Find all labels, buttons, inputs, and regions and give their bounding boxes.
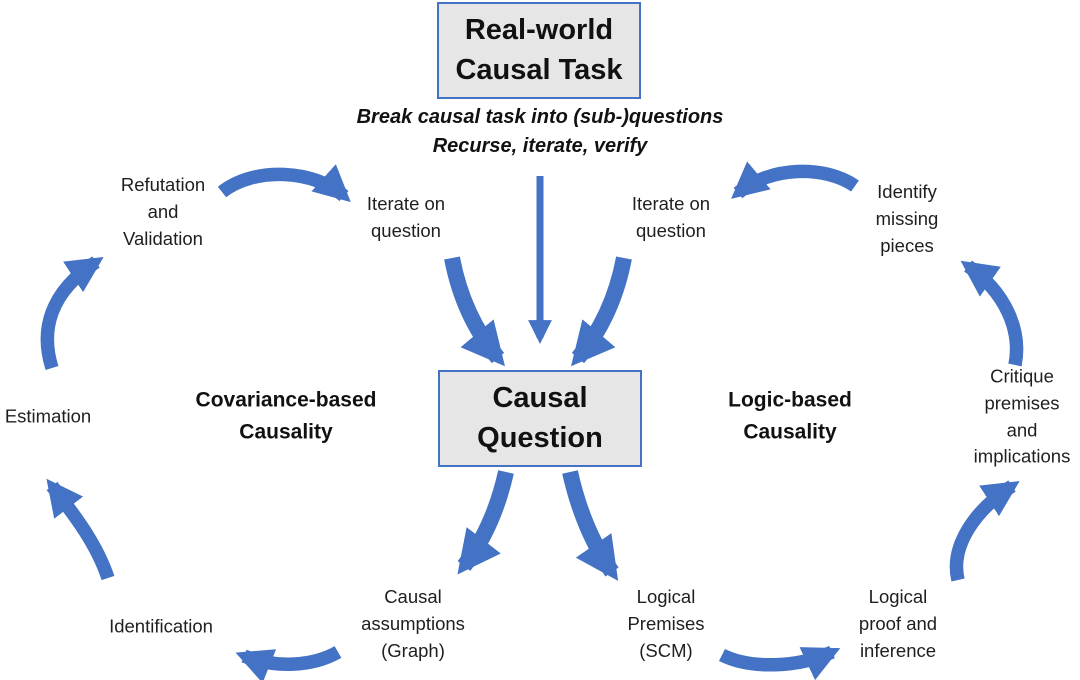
label-critique-premises: Critique premises and implications [973, 365, 1071, 467]
label-iterate-on-question-right: Iterate on question [631, 193, 711, 241]
arrow-refutation-to-iterate [217, 164, 351, 203]
label-logical-premises: Logical Premises (SCM) [627, 585, 705, 661]
label-refutation-validation: Refutation and Validation [120, 173, 206, 249]
arrow-proof-to-critique [949, 480, 1020, 582]
arrow-question-to-premises [562, 470, 619, 581]
label-identify-missing-pieces: Identify missing pieces [875, 180, 939, 256]
arrow-iterate-right-to-question [571, 256, 632, 367]
subtitle-line-1: Break causal task into (sub-)questions [356, 106, 724, 128]
real-world-task-box: Real-world Causal Task [437, 2, 641, 99]
arrow-identification-to-estimation [46, 478, 115, 581]
label-logical-proof-inference: Logical proof and inference [858, 585, 938, 661]
arrow-estimation-to-refutation [40, 256, 104, 371]
heading-covariance-based-causality: Covariance-based Causality [195, 388, 377, 444]
arrow-premises-to-proof [718, 645, 841, 680]
label-iterate-on-question-left: Iterate on question [366, 193, 446, 241]
arrow-iterate-left-to-question [444, 256, 505, 367]
label-identification: Identification [109, 615, 213, 637]
heading-logic-based-causality: Logic-based Causality [728, 388, 852, 444]
arrow-question-to-assumptions [457, 470, 514, 575]
arrow-assumptions-to-identification [235, 646, 342, 680]
causal-question-box: Causal Question [438, 370, 642, 467]
label-estimation: Estimation [4, 405, 92, 427]
arrow-critique-to-identify [960, 260, 1024, 367]
subtitle-line-2: Recurse, iterate, verify [432, 135, 648, 157]
arrow-identify-to-iterate [731, 161, 859, 199]
label-causal-assumptions: Causal assumptions (Graph) [361, 585, 465, 661]
